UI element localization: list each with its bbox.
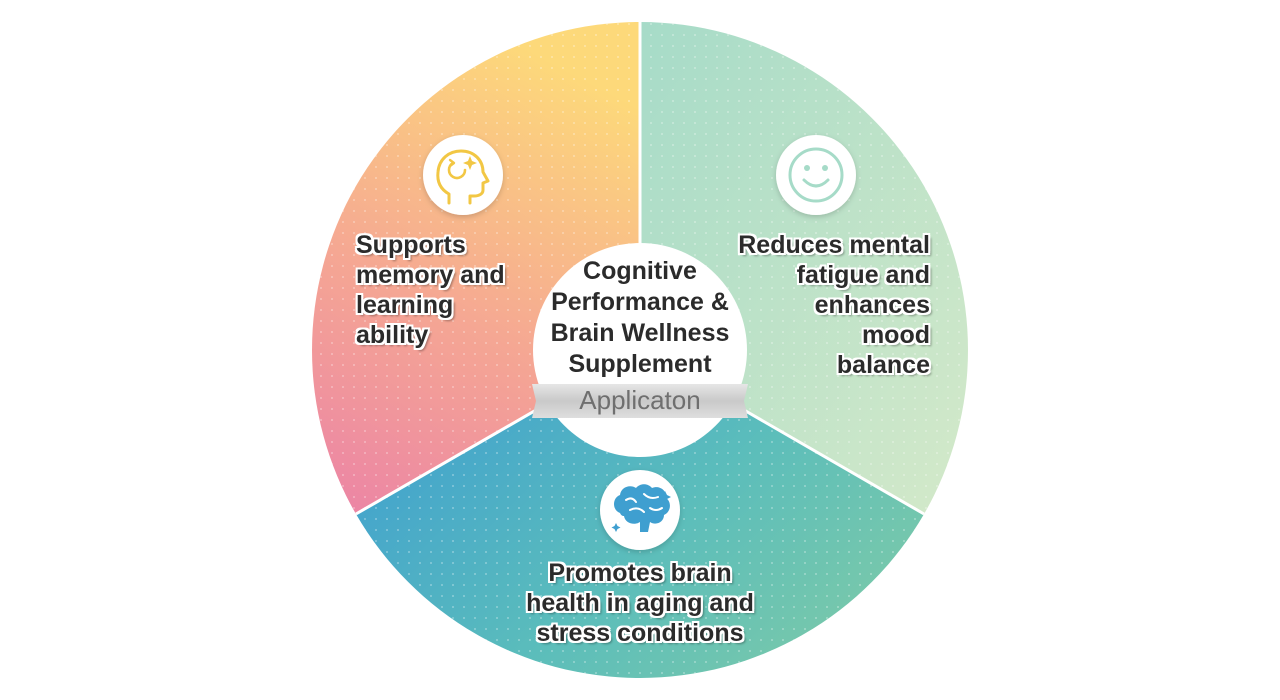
segment-memory-label: Supports memory and learning ability	[356, 230, 505, 350]
center-title-line: Brain Wellness	[550, 319, 730, 347]
center-title: Cognitive Performance & Brain Wellness S…	[540, 256, 740, 380]
segment-health-label-line: stress conditions	[536, 619, 744, 647]
brain-sparkle-icon	[600, 470, 680, 550]
segment-mood-label: Reduces mental fatigue and enhances mood…	[700, 230, 930, 380]
segment-memory-label-line: Supports	[356, 231, 466, 259]
segment-health-label-line: Promotes brain	[548, 559, 732, 587]
head-sparkle-icon	[423, 135, 503, 215]
center-title-line: Supplement	[568, 350, 712, 378]
segment-mood-label-line: fatigue and	[796, 261, 930, 289]
center-badge-label: Applicaton	[579, 385, 701, 415]
segment-mood-label-line: Reduces mental	[738, 231, 930, 259]
center-badge-ribbon	[532, 384, 748, 418]
center-title-line: Cognitive	[583, 257, 697, 285]
segment-memory-label-line: learning	[356, 291, 454, 319]
segment-memory-label-line: ability	[356, 321, 429, 349]
segment-health-label-line: health in aging and	[526, 589, 754, 617]
segment-mood-label-line: mood	[861, 321, 930, 349]
segment-mood-label-line: balance	[836, 351, 930, 379]
segment-health-label: Promotes brain health in aging and stres…	[490, 558, 790, 648]
center-title-line: Performance &	[551, 288, 729, 316]
segment-memory-label-line: memory and	[356, 261, 505, 289]
segment-mood-label-line: enhances	[814, 291, 930, 319]
smiley-face-icon	[776, 135, 856, 215]
